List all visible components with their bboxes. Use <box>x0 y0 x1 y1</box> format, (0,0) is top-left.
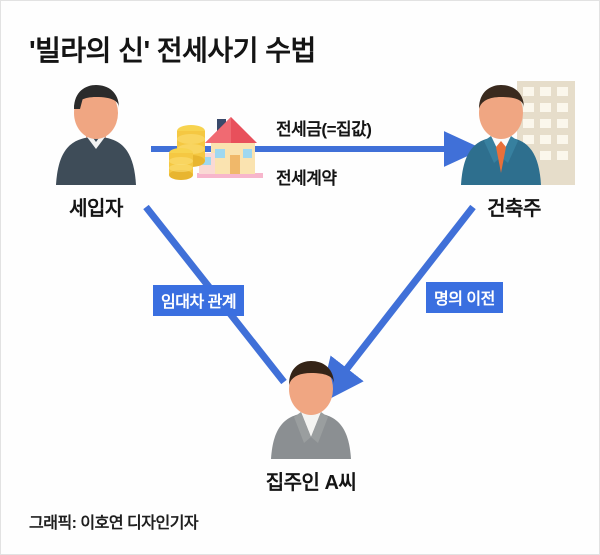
graphic-credit: 그래픽: 이호연 디자인기자 <box>29 515 199 532</box>
coin-stack-short <box>169 148 193 180</box>
page-title: '빌라의 신' 전세사기 수법 <box>29 35 316 66</box>
node-landlord: 집주인 A씨 <box>241 359 381 495</box>
money-house-icon <box>169 117 263 180</box>
edge-label-deposit: 전세금(=집값) <box>276 120 372 139</box>
builder-label: 건축주 <box>487 198 541 220</box>
builder-avatar <box>461 81 575 185</box>
tenant-label: 세입자 <box>69 198 123 220</box>
node-tenant: 세입자 <box>31 79 161 221</box>
landlord-avatar <box>271 361 351 459</box>
edge-label-contract: 전세계약 <box>276 169 337 188</box>
landlord-label: 집주인 A씨 <box>265 472 357 494</box>
edge-badge-transfer: 명의 이전 <box>426 282 503 313</box>
tenant-avatar <box>56 85 136 185</box>
node-builder: 건축주 <box>444 79 584 221</box>
edge-badge-lease: 임대차 관계 <box>153 285 245 316</box>
